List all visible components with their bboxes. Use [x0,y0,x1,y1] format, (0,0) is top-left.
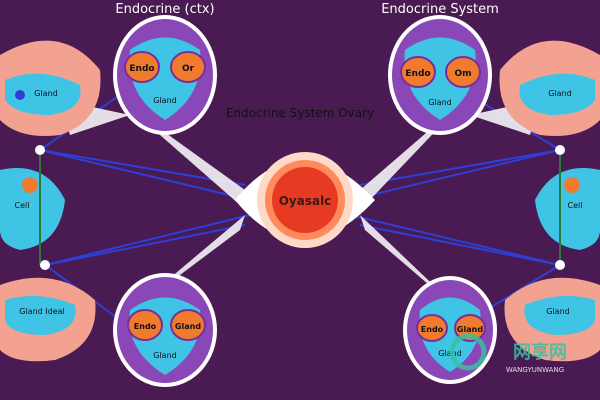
circle-br-text-2: Gland [457,325,483,334]
watermark-brand: WANGYUNWANG [506,366,564,374]
organ-right-mid[interactable]: Cell [535,150,600,265]
head-right-bottom-label: Gland [546,307,569,316]
gland-circle-bottom-right[interactable]: Endo Gland Gland [403,276,497,384]
junction-dots [35,145,565,270]
head-right-bottom[interactable]: Gland [504,277,600,362]
head-left-top-label: Gland [34,89,57,98]
gland-circle-top-right[interactable]: Endo Om Gland [388,15,492,135]
title-top-right: Endocrine System [381,2,499,17]
title-top-left: Endocrine (ctx) [115,2,214,17]
circle-tr-text-2: Om [454,69,471,79]
circle-tl-text-2: Or [182,64,195,74]
watermark-glyphs: 网享网 [513,341,567,363]
center-node[interactable]: Oyasalc [235,152,375,248]
organ-left-mid-label: Cell [15,201,30,210]
circle-tr-text-1: Endo [405,69,430,79]
circle-bl-text-1: Endo [134,322,157,331]
head-left-bottom[interactable]: Gland Ideal [0,277,96,362]
circle-br-text-1: Endo [421,325,444,334]
organ-right-mid-label: Cell [568,201,583,210]
head-right-top-label: Gland [548,89,571,98]
circle-bl-sub: Gland [153,351,176,360]
circle-bl-text-2: Gland [175,322,201,331]
connection-lines [39,94,561,321]
gland-circle-top-left[interactable]: Endo Or Gland [113,15,217,135]
head-left-top[interactable]: Gland [0,40,101,136]
watermark: 网享网 WANGYUNWANG [449,333,567,374]
center-node-label: Oyasalc [279,194,332,208]
circle-tl-text-1: Endo [129,64,154,74]
circle-tl-sub: Gland [153,96,176,105]
gland-circle-bottom-left[interactable]: Endo Gland Gland [113,273,217,387]
title-center: Endocrine System Ovary [226,106,374,120]
circle-tr-sub: Gland [428,98,451,107]
head-left-bottom-label: Gland Ideal [19,307,65,316]
head-right-top[interactable]: Gland [499,40,600,136]
organ-left-mid[interactable]: Cell [0,150,65,265]
